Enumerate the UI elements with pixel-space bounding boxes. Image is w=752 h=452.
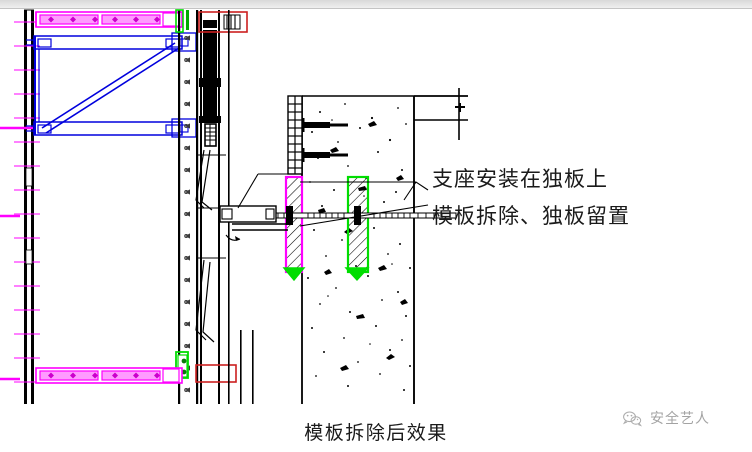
embedded-anchor-rail [287,95,348,175]
green-formwork-panel [344,175,370,282]
green-bracket-box-top [175,9,184,33]
watermark: 安全艺人 [622,408,710,428]
leader-line-lower [299,204,429,227]
cad-drawing-canvas [0,9,468,404]
figure-caption: 模板拆除后效果 [304,423,448,444]
anchor-bolt-upper [301,118,348,132]
blue-triangular-bracket-truss [26,32,197,138]
annotation-line-2: 模板拆除、独板留置 [432,204,630,228]
red-marker-box-top [198,11,248,33]
support-bracket [219,205,288,241]
watermark-text: 安全艺人 [650,412,710,427]
annotation-line-1: 支座安装在独板上 [432,167,608,191]
top-magenta-walkway-beam [35,11,183,28]
left-vertical-post [0,9,40,404]
bottom-magenta-walkway-beam [35,367,183,384]
window-top-band [0,0,752,9]
vertical-guide-rail [175,9,199,404]
magenta-formwork-panel [282,175,306,282]
diagonal-support [237,173,290,209]
anchor-bolt-lower [301,148,348,162]
red-marker-box-bottom [195,364,237,383]
concrete-wall-section [301,95,468,404]
leader-lines [299,181,429,227]
wechat-icon [622,411,643,427]
concrete-slab-profile [413,88,468,404]
